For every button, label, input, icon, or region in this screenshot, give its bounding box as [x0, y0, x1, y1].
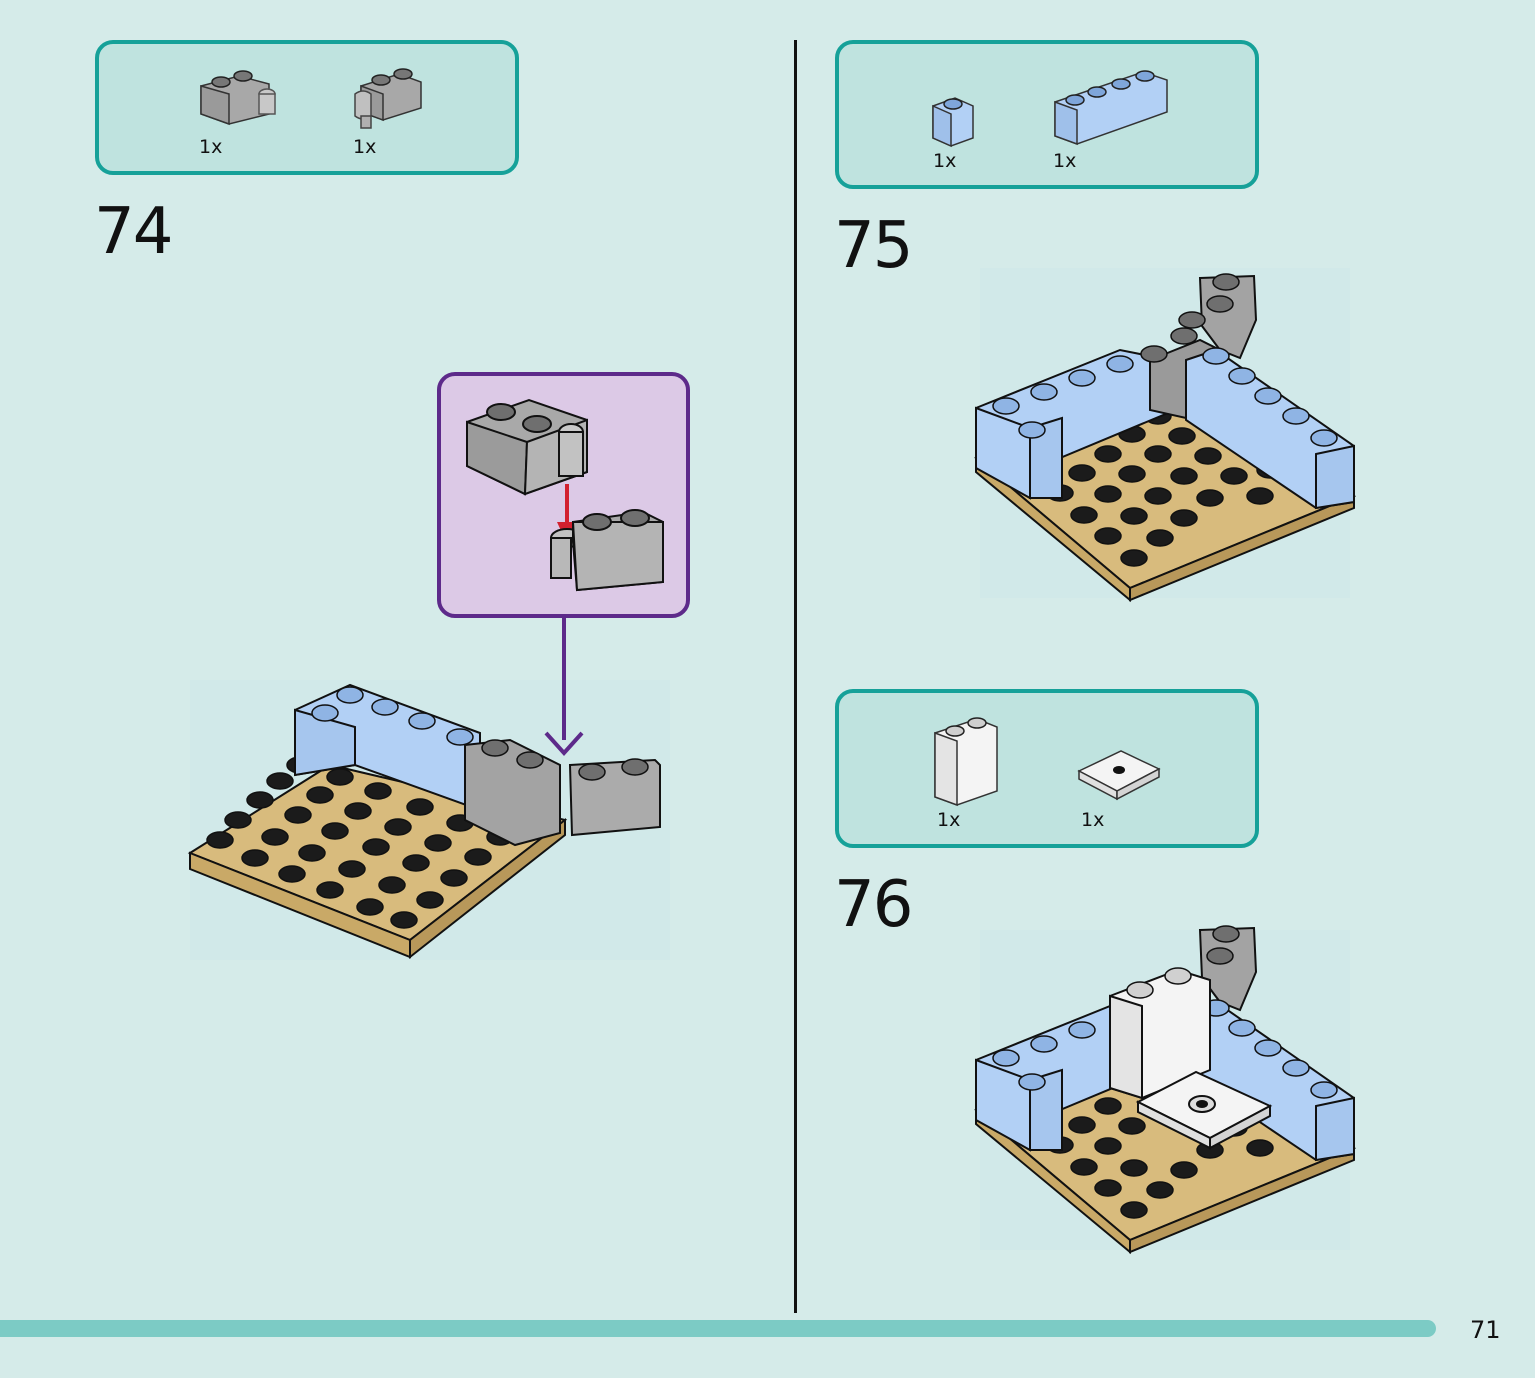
step-76-model	[974, 925, 1357, 1255]
part-qty: 1x	[933, 150, 957, 172]
part-qty: 1x	[1081, 809, 1105, 831]
hinge-clip-brick-part-icon	[354, 68, 422, 129]
part-qty: 1x	[937, 809, 961, 831]
step-number-76: 76	[834, 868, 913, 942]
part-qty: 1x	[199, 136, 223, 158]
step-number-74: 74	[94, 195, 173, 269]
page-number: 71	[1470, 1316, 1501, 1344]
subassembly-callout	[437, 372, 690, 618]
part-qty: 1x	[1053, 150, 1077, 172]
brick-1x2x2-part-icon	[934, 717, 998, 807]
progress-bar	[0, 1320, 1436, 1337]
hinge-assembly-detail	[466, 398, 664, 592]
step-75-model	[974, 268, 1357, 603]
step-74-model	[187, 615, 670, 960]
jumper-plate-part-icon	[1077, 750, 1161, 801]
parts-box-step-76: 1x 1x	[835, 689, 1259, 848]
brick-1x4-part-icon	[1054, 70, 1168, 146]
brick-1x1-part-icon	[932, 97, 974, 148]
parts-box-step-74: 1x 1x	[95, 40, 519, 175]
hinge-brick-part-icon	[200, 70, 276, 126]
step-number-75: 75	[834, 209, 913, 283]
part-qty: 1x	[353, 136, 377, 158]
page-divider	[794, 40, 797, 1313]
parts-box-step-75: 1x 1x	[835, 40, 1259, 189]
